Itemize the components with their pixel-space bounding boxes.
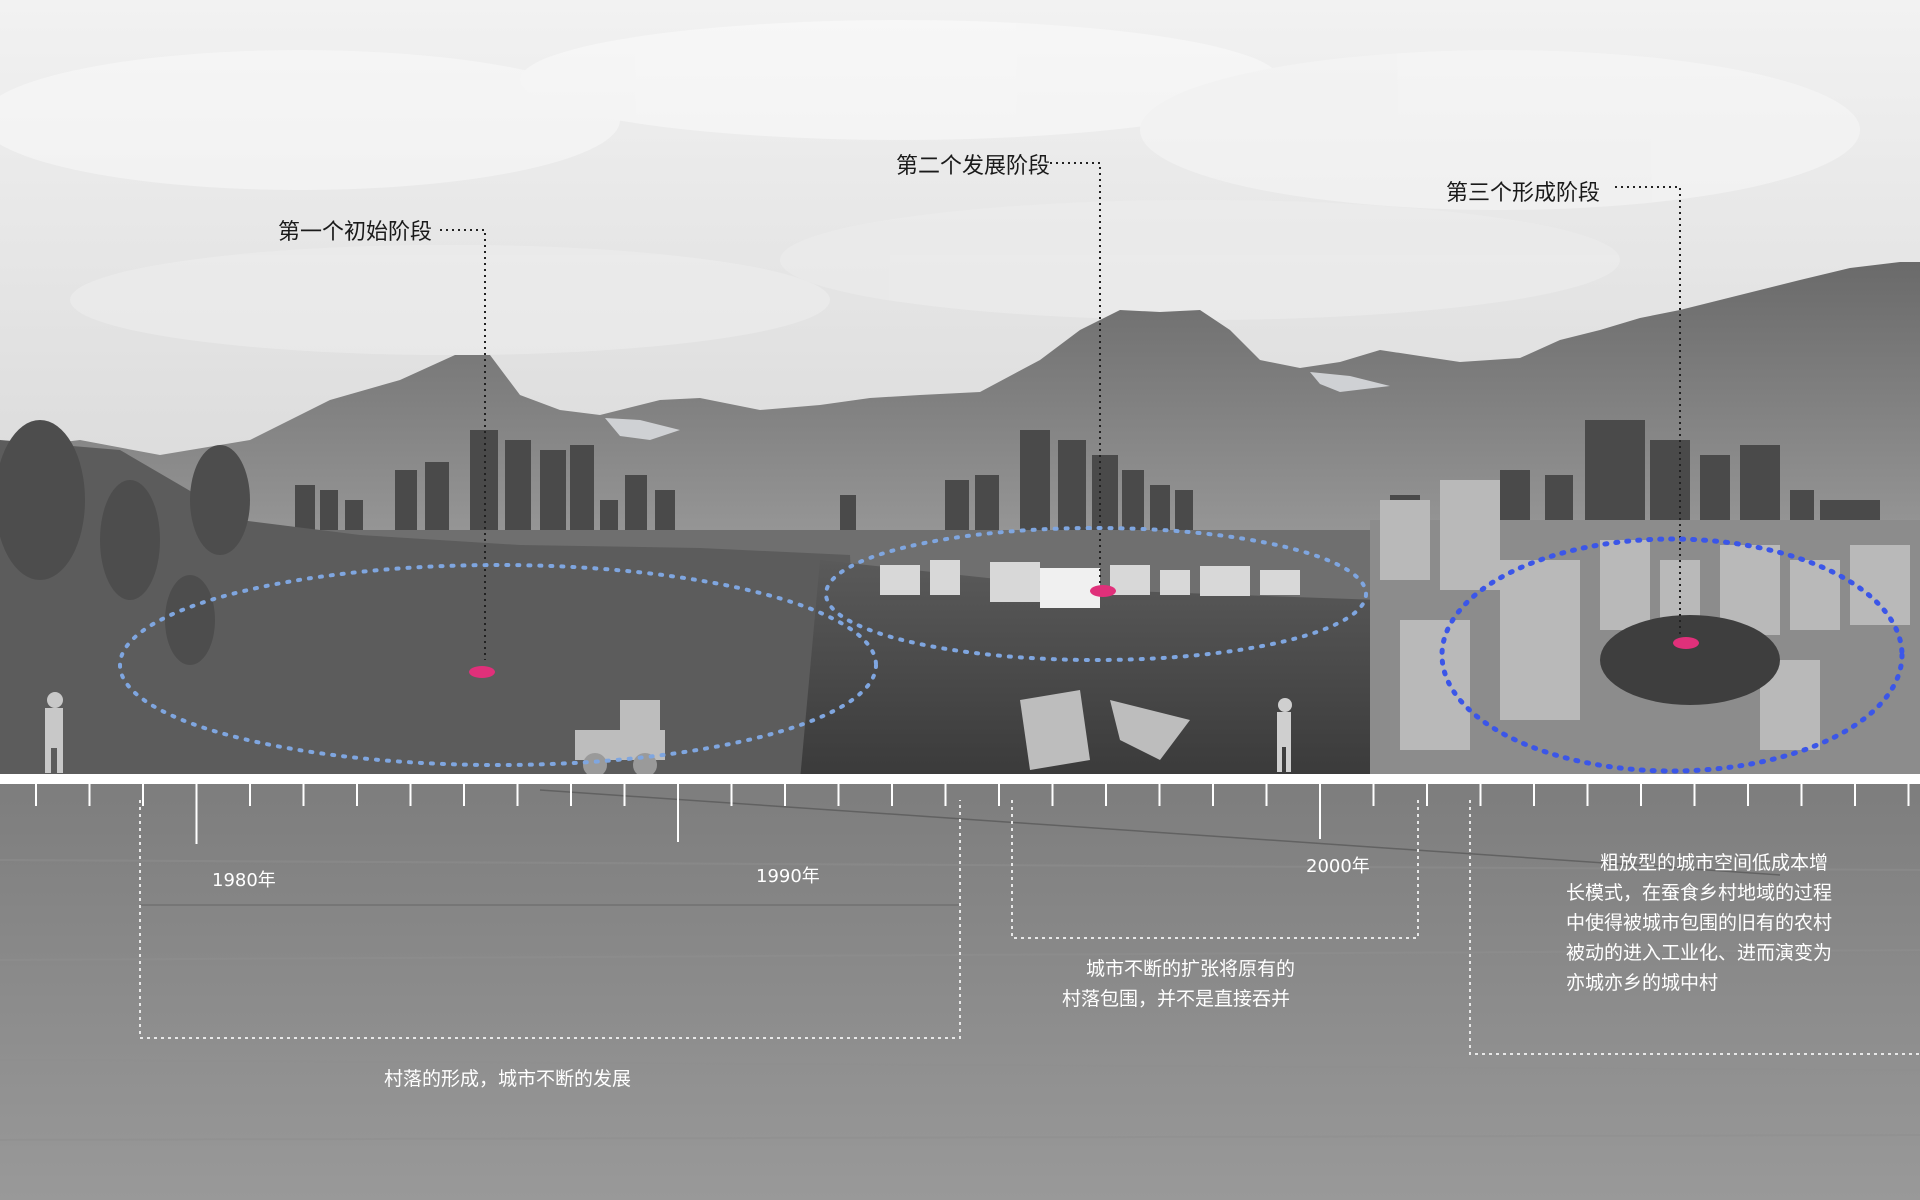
timeline-ticks [35,784,1910,844]
stage1-ellipse [118,563,878,767]
farmer-figure [45,692,63,773]
stage3-description-line1: 粗放型的城市空间低成本增 [1600,852,1829,874]
demolition-figure [1020,690,1190,770]
stage-label-1: 第一个初始阶段 [278,220,433,245]
stage3-marker [1673,637,1699,649]
stage-label-2: 第二个发展阶段 [896,154,1051,179]
year-label-1980: 1980年 [212,870,276,891]
urban-blocks [1380,480,1910,750]
tractor-figure [575,700,665,777]
timeline-bar [0,774,1920,784]
stage1-description: 村落的形成，城市不断的发展 [384,1068,632,1090]
stage-label-3: 第三个形成阶段 [1446,181,1601,206]
stage3-description-line3: 中使得被城市包围的旧有的农村 [1566,912,1833,934]
stage3-description-line4: 被动的进入工业化、进而演变为 [1566,942,1833,964]
trend-curve [539,789,1781,876]
stage3-description-line2: 长模式，在蚕食乡村地域的过程 [1566,882,1833,904]
stage2-marker [1090,585,1116,597]
stage3-description: 粗放型的城市空间低成本增 长模式，在蚕食乡村地域的过程 中使得被城市包围的旧有的… [1566,848,1832,998]
stage2-ellipse [824,526,1368,662]
stage2-description-line1: 城市不断的扩张将原有的 [1086,958,1296,980]
tree-grove [1600,615,1780,705]
year-label-2000: 2000年 [1306,856,1370,877]
clouds [0,20,1860,355]
farm-fields [800,560,1380,780]
year-label-1990: 1990年 [756,866,820,887]
stage2-description: 城市不断的扩张将原有的 村落包围，并不是直接吞并 [1062,954,1295,1014]
stage3-description-line5: 亦城亦乡的城中村 [1566,972,1719,994]
description-brackets [139,800,1920,1055]
stage1-marker [469,666,495,678]
stage2-description-line2: 村落包围，并不是直接吞并 [1062,988,1291,1010]
stage3-ellipse [1439,536,1905,774]
worker-figure [1277,698,1292,772]
stage-callouts [440,162,1681,660]
left-trees [0,420,250,665]
village-houses [880,560,1300,608]
